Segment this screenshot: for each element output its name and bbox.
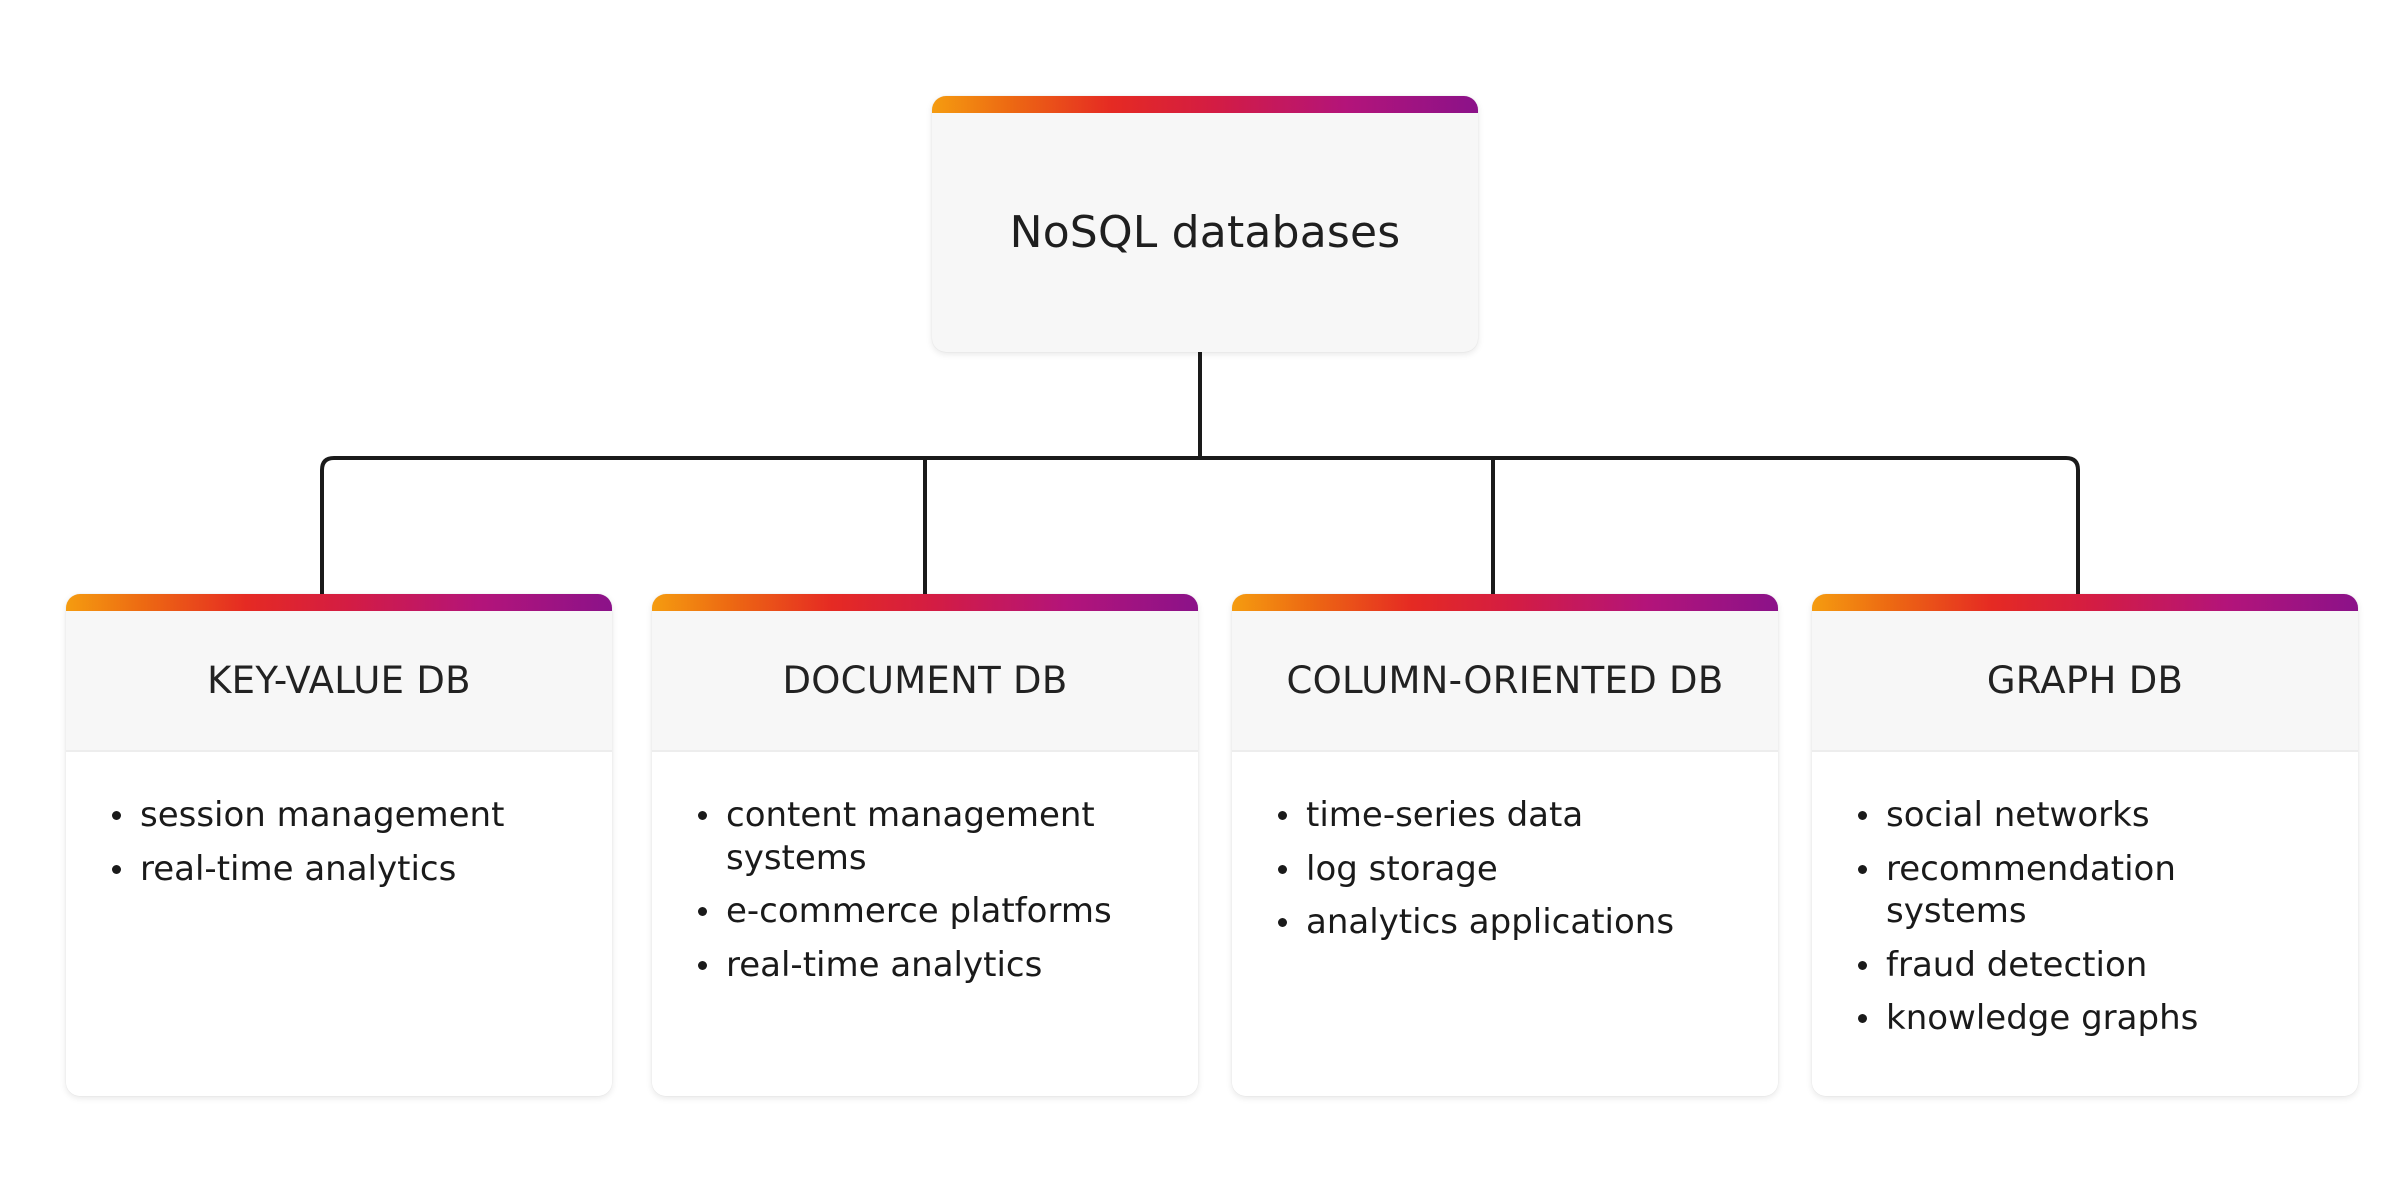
node-title: DOCUMENT DB <box>782 659 1068 702</box>
list-item: fraud detection <box>1846 944 2324 987</box>
list-item: real-time analytics <box>686 944 1164 987</box>
list-item: time-series data <box>1266 794 1744 837</box>
node-title: KEY-VALUE DB <box>207 659 471 702</box>
node-root-title: NoSQL databases <box>1009 207 1401 258</box>
list-item: real-time analytics <box>100 848 578 891</box>
node-header: DOCUMENT DB <box>652 611 1198 752</box>
node-header: COLUMN-ORIENTED DB <box>1232 611 1778 752</box>
node-title: COLUMN-ORIENTED DB <box>1286 659 1724 702</box>
list-item: e-commerce platforms <box>686 890 1164 933</box>
node-column-oriented-db[interactable]: COLUMN-ORIENTED DB time-series data log … <box>1232 594 1778 1096</box>
node-header: GRAPH DB <box>1812 611 2358 752</box>
node-header: KEY-VALUE DB <box>66 611 612 752</box>
use-case-list: content management systems e-commerce pl… <box>686 794 1164 986</box>
accent-bar-icon <box>652 594 1198 611</box>
node-body: session management real-time analytics <box>66 752 612 1096</box>
node-root-body: NoSQL databases <box>932 113 1478 352</box>
node-body: content management systems e-commerce pl… <box>652 752 1198 1096</box>
list-item: recommendation systems <box>1846 848 2324 933</box>
node-title: GRAPH DB <box>1986 659 2184 702</box>
list-item: social networks <box>1846 794 2324 837</box>
use-case-list: time-series data log storage analytics a… <box>1266 794 1744 944</box>
list-item: log storage <box>1266 848 1744 891</box>
accent-bar-icon <box>932 96 1478 113</box>
use-case-list: social networks recommendation systems f… <box>1846 794 2324 1040</box>
node-body: social networks recommendation systems f… <box>1812 752 2358 1096</box>
accent-bar-icon <box>66 594 612 611</box>
connector-bus <box>320 456 2080 594</box>
node-key-value-db[interactable]: KEY-VALUE DB session management real-tim… <box>66 594 612 1096</box>
list-item: analytics applications <box>1266 901 1744 944</box>
node-body: time-series data log storage analytics a… <box>1232 752 1778 1096</box>
use-case-list: session management real-time analytics <box>100 794 578 890</box>
list-item: session management <box>100 794 578 837</box>
node-root[interactable]: NoSQL databases <box>932 96 1478 352</box>
accent-bar-icon <box>1812 594 2358 611</box>
node-document-db[interactable]: DOCUMENT DB content management systems e… <box>652 594 1198 1096</box>
list-item: content management systems <box>686 794 1164 879</box>
list-item: knowledge graphs <box>1846 997 2324 1040</box>
node-graph-db[interactable]: GRAPH DB social networks recommendation … <box>1812 594 2358 1096</box>
accent-bar-icon <box>1232 594 1778 611</box>
